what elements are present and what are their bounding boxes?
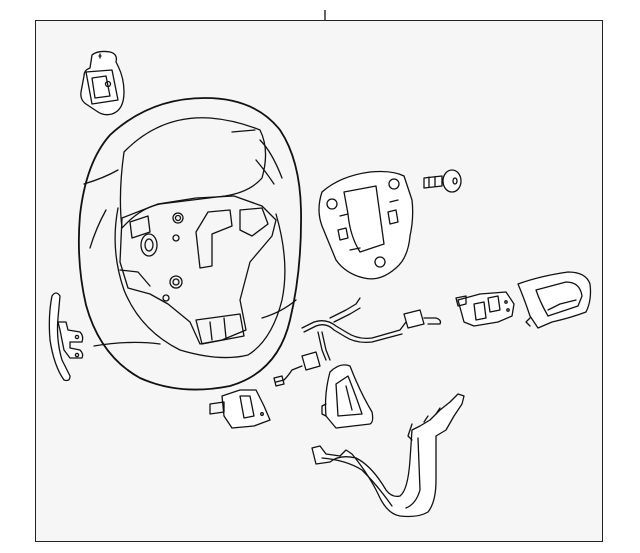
steering-wheel[interactable] — [77, 97, 302, 391]
switch-right[interactable] — [455, 291, 515, 327]
bezel-left[interactable] — [321, 364, 374, 429]
wiring-harness[interactable] — [273, 297, 442, 387]
switch-left[interactable] — [209, 389, 271, 429]
paddle-shifter-downshift[interactable] — [48, 292, 84, 382]
airbag-mount-plate[interactable] — [318, 170, 414, 280]
bezel-right[interactable] — [517, 271, 592, 329]
bolt[interactable] — [423, 169, 462, 193]
paddle-shifter-upshift[interactable] — [80, 50, 125, 116]
lower-trim-cover[interactable] — [311, 393, 465, 518]
